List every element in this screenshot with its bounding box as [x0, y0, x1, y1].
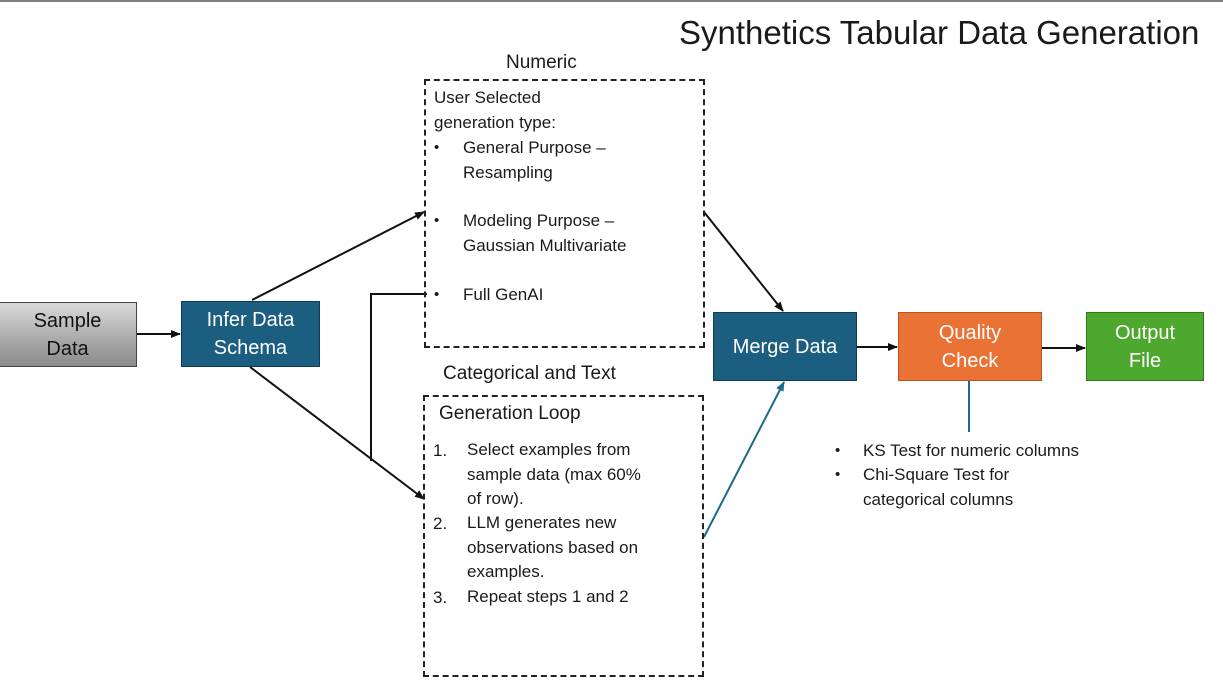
- arrow-infer-to-categorical: [249, 366, 425, 500]
- step-number: 1.: [433, 441, 448, 460]
- output-file-box: Output File: [1086, 312, 1204, 381]
- numeric-option-fullgenai: Full GenAI: [463, 285, 544, 304]
- arrow-categorical-to-merge: [703, 381, 785, 538]
- sample-data-label: Sample Data: [33, 309, 102, 360]
- infer-schema-label: Infer Data Schema: [206, 309, 295, 359]
- step-number: 3.: [433, 588, 448, 607]
- quality-note-chisquare: Chi-Square Test for categorical columns: [863, 465, 1014, 509]
- merge-data-label: Merge Data: [732, 335, 838, 358]
- numeric-group-box: [424, 79, 705, 348]
- step-text: Repeat steps 1 and 2: [467, 587, 629, 606]
- sample-data-box: Sample Data: [0, 302, 137, 367]
- numeric-option-modeling: Modeling Purpose – Gaussian Multivariate: [463, 211, 627, 255]
- step-text: Select examples from sample data (max 60…: [467, 440, 641, 508]
- bullet-marker: •: [835, 466, 841, 483]
- categorical-section-label: Categorical and Text: [443, 363, 616, 384]
- arrow-infer-to-numeric: [251, 211, 425, 301]
- quality-check-box: Quality Check: [898, 312, 1042, 381]
- numeric-intro-text: User Selected generation type:: [434, 88, 556, 132]
- output-file-label: Output File: [1114, 321, 1176, 372]
- bullet-marker: •: [434, 212, 440, 229]
- step-text: LLM generates new observations based on …: [467, 513, 639, 581]
- bullet-marker: •: [434, 139, 440, 156]
- arrow-numeric-to-merge: [703, 211, 784, 312]
- numeric-section-label: Numeric: [506, 52, 577, 73]
- bullet-marker: •: [434, 286, 440, 303]
- top-border-line: [0, 0, 1223, 2]
- categorical-group-box: [423, 395, 704, 677]
- merge-data-box: Merge Data: [713, 312, 857, 381]
- numeric-option-general: General Purpose – Resampling: [463, 138, 606, 182]
- connector-fullgenai-branch: [370, 293, 427, 461]
- infer-schema-box: Infer Data Schema: [181, 301, 320, 367]
- generation-loop-title: Generation Loop: [439, 403, 581, 424]
- quality-note-ks: KS Test for numeric columns: [863, 441, 1080, 460]
- quality-check-label: Quality Check: [938, 321, 1002, 372]
- diagram-title: Synthetics Tabular Data Generation: [679, 14, 1200, 51]
- step-number: 2.: [433, 514, 448, 533]
- bullet-marker: •: [835, 442, 841, 459]
